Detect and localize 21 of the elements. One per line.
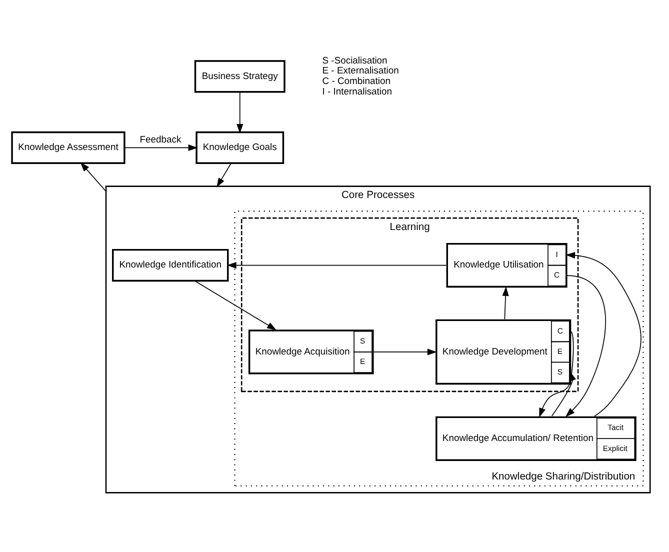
arrow (566, 252, 642, 417)
label: E - Externalisation (322, 66, 399, 77)
arrow (502, 286, 509, 320)
arrow (551, 371, 576, 416)
label: C - Combination (322, 76, 390, 88)
node-box: Knowledge Identification (112, 248, 229, 282)
arrow (80, 162, 106, 192)
arrow (373, 348, 437, 356)
arrow (216, 162, 232, 188)
node-box: Knowledge Goals (196, 131, 284, 164)
node-box: Knowledge Assessment (11, 131, 126, 164)
label: I - Internalisation (322, 86, 392, 98)
edge-label: Feedback (140, 134, 182, 146)
arrow (539, 330, 574, 418)
arrow (566, 275, 606, 417)
arrow (194, 280, 276, 330)
arrow (236, 92, 244, 134)
arrow (226, 262, 447, 269)
node-box: Business Strategy (194, 60, 286, 93)
label: S -Socialisation (322, 55, 388, 66)
arrow (124, 144, 198, 151)
